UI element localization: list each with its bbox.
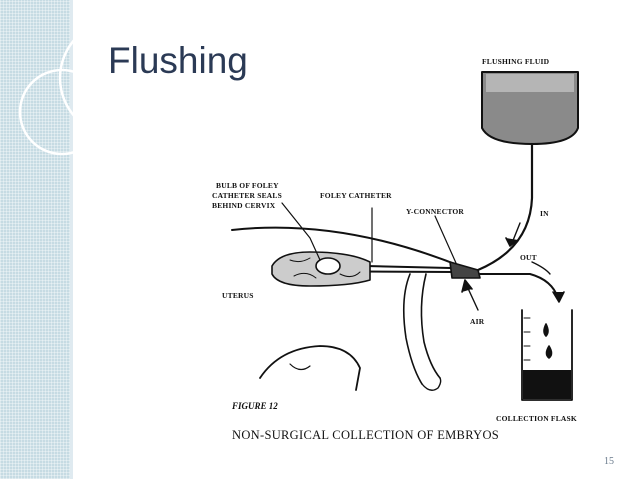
- flask-contents: [523, 370, 571, 399]
- label-flushing-fluid: FLUSHING FLUID: [482, 57, 550, 66]
- hand: [421, 377, 442, 391]
- uterus-texture: [289, 257, 361, 279]
- label-bulb-3: BEHIND CERVIX: [212, 201, 276, 210]
- catheter-upper-line: [231, 226, 461, 267]
- label-collection-flask: COLLECTION FLASK: [496, 414, 577, 423]
- drop-2: [545, 345, 553, 359]
- out-tube: [479, 273, 559, 299]
- decorative-circles: [18, 18, 178, 156]
- arm-outline-1: [402, 273, 423, 385]
- cow-rear: [259, 345, 361, 391]
- label-foley-catheter: FOLEY CATHETER: [320, 191, 392, 200]
- collection-flask: [521, 309, 573, 401]
- label-uterus: UTERUS: [222, 291, 254, 300]
- in-arrow-head: [505, 237, 519, 247]
- flask-ticks: [523, 317, 531, 361]
- air-arrow-head: [461, 279, 473, 293]
- label-air: AIR: [470, 317, 485, 326]
- arm-outline-2: [420, 273, 441, 379]
- label-bulb-2: CATHETER SEALS: [212, 191, 282, 200]
- out-arrow-head: [552, 291, 565, 303]
- in-tube: [476, 142, 534, 272]
- page-number: 15: [604, 456, 614, 467]
- sidebar-edge: [70, 0, 73, 479]
- y-connector-leader: [434, 215, 457, 264]
- y-connector-shape: [449, 261, 481, 279]
- catheter-bulb: [315, 257, 341, 275]
- label-bulb-1: BULB OF FOLEY: [216, 181, 279, 190]
- bulb-leader: [281, 202, 321, 261]
- label-out: OUT: [520, 253, 537, 262]
- cow-detail: [289, 363, 311, 371]
- label-y-connector: Y-CONNECTOR: [406, 207, 464, 216]
- deco-circle-small: [18, 68, 106, 156]
- label-in: IN: [540, 209, 549, 218]
- figure-number: FIGURE 12: [231, 401, 278, 411]
- drop-1: [543, 323, 549, 337]
- slide-title: Flushing: [108, 40, 248, 81]
- out-arrow-line: [531, 261, 551, 275]
- figure-title: NON-SURGICAL COLLECTION OF EMBRYOS: [232, 428, 499, 442]
- fluid-bag-highlight: [486, 74, 574, 92]
- embryo-collection-diagram: FLUSHING FLUID BULB OF FOLEY CATHETER SE…: [212, 57, 579, 442]
- deco-circle-large: [58, 18, 178, 138]
